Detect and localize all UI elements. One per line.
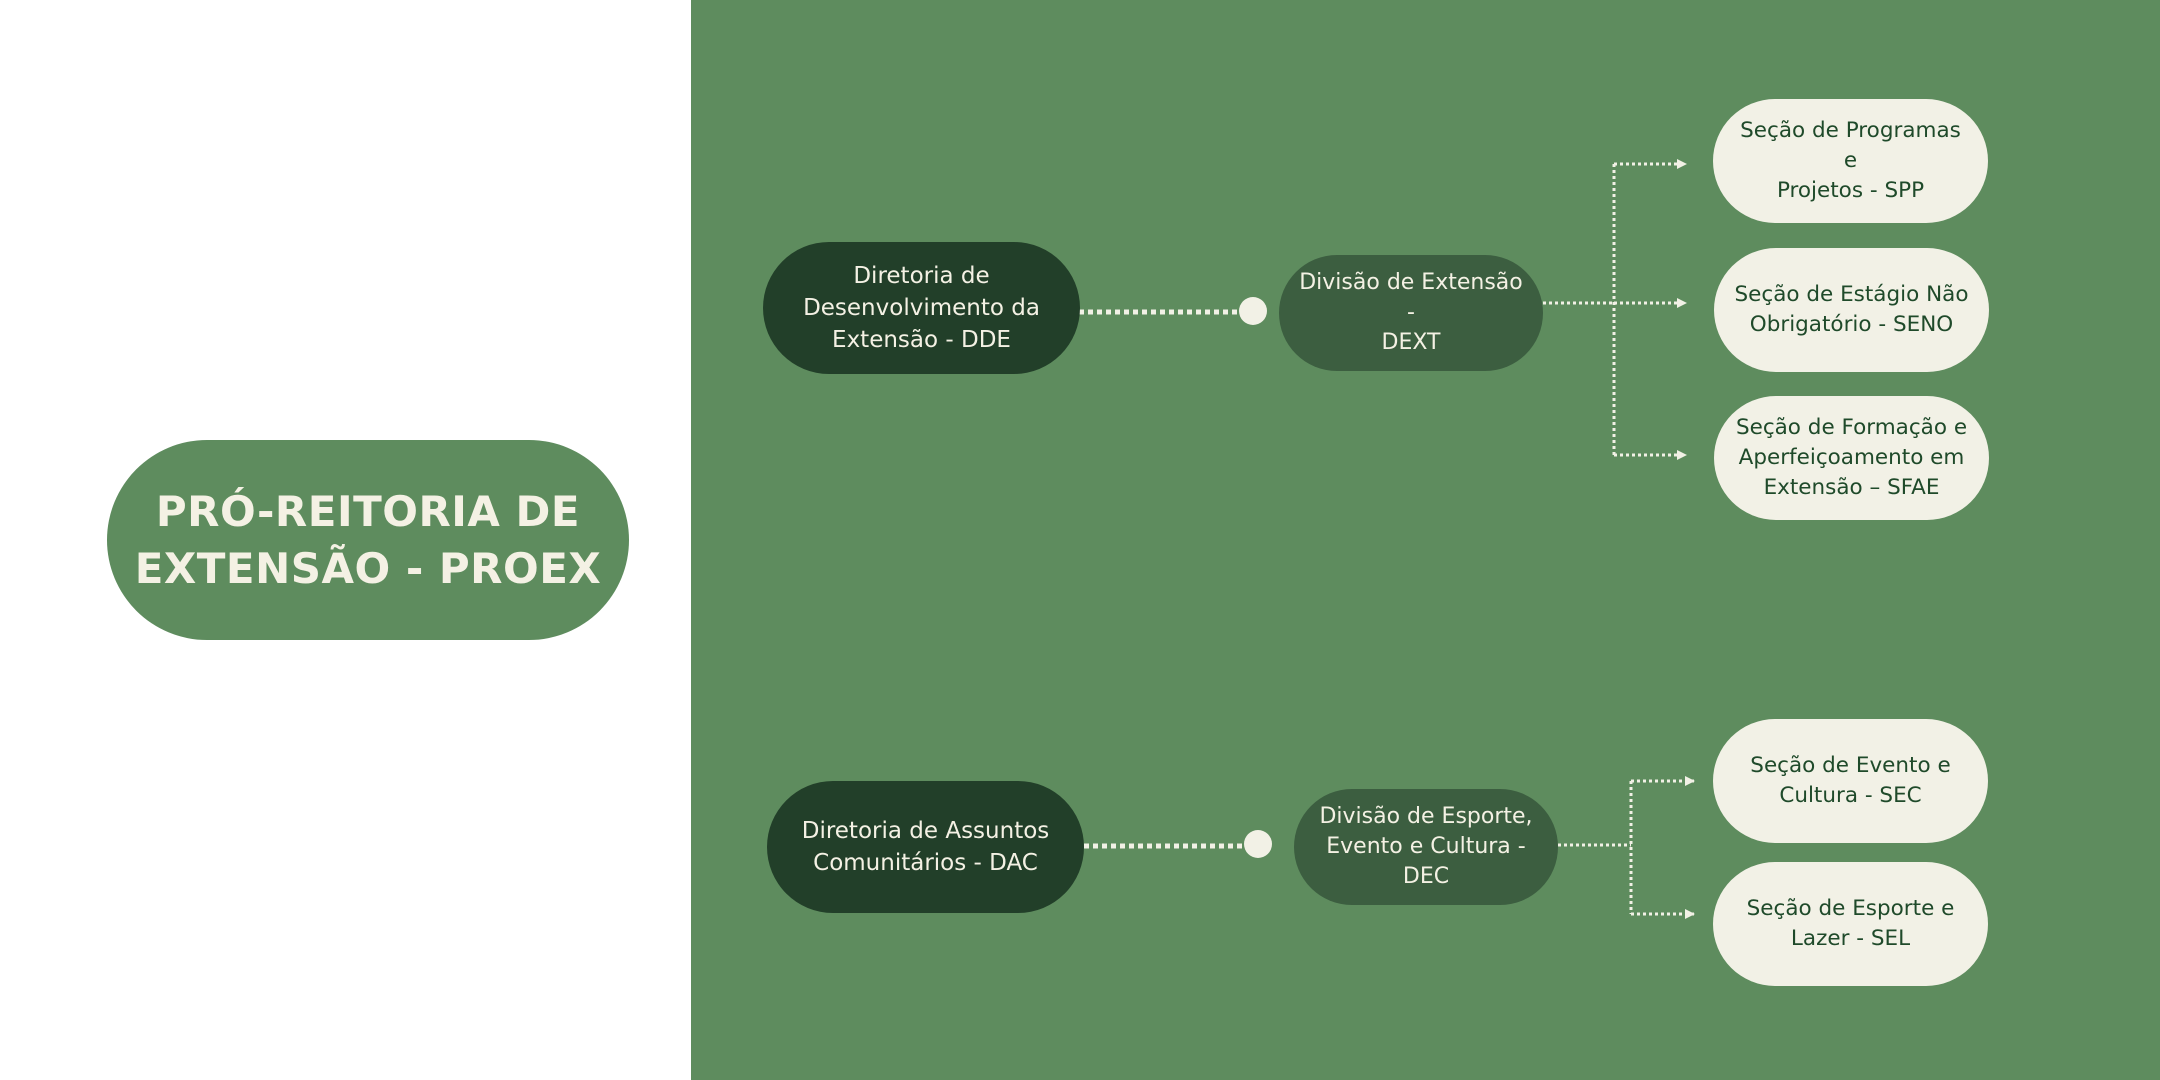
node-section-spp-line: Seção de Programas e [1740, 118, 1961, 173]
node-section-seno-line: Seção de Estágio Não [1734, 282, 1969, 307]
node-section-sel: Seção de Esporte e Lazer - SEL [1713, 862, 1988, 986]
root-title-line-2: EXTENSÃO - PROEX [134, 544, 602, 593]
node-section-sec-line: Cultura - SEC [1779, 783, 1922, 808]
node-section-spp: Seção de Programas e Projetos - SPP [1713, 99, 1988, 223]
node-director-dde-line: Desenvolvimento da [803, 295, 1040, 321]
node-director-dac-line: Comunitários - DAC [813, 850, 1038, 876]
root-title-line-1: PRÓ-REITORIA DE [155, 487, 581, 536]
node-section-sfae: Seção de Formação e Aperfeiçoamento em E… [1714, 396, 1989, 520]
node-section-spp-line: Projetos - SPP [1776, 178, 1925, 203]
node-division-dext-line: Divisão de Extensão - [1299, 270, 1523, 325]
node-director-dde: Diretoria de Desenvolvimento da Extensão… [763, 242, 1080, 374]
node-director-dde-line: Diretoria de [853, 263, 990, 289]
node-director-dde-line: Extensão - DDE [832, 327, 1011, 353]
root-node-proex: PRÓ-REITORIA DE EXTENSÃO - PROEX [107, 440, 629, 640]
node-division-dec-line: Divisão de Esporte, [1319, 804, 1533, 829]
node-division-dec: Divisão de Esporte, Evento e Cultura - D… [1294, 789, 1558, 905]
node-section-sfae-line: Seção de Formação e [1735, 415, 1968, 440]
node-section-seno-line: Obrigatório - SENO [1749, 312, 1954, 337]
node-section-sel-line: Seção de Esporte e [1746, 896, 1955, 921]
node-section-sel-line: Lazer - SEL [1790, 926, 1911, 951]
node-director-dac-line: Diretoria de Assuntos [801, 818, 1050, 844]
node-division-dext: Divisão de Extensão - DEXT [1279, 255, 1543, 371]
node-section-sfae-line: Extensão – SFAE [1763, 475, 1940, 500]
node-division-dext-line: DEXT [1381, 330, 1441, 355]
node-section-sec: Seção de Evento e Cultura - SEC [1713, 719, 1988, 843]
node-section-seno: Seção de Estágio Não Obrigatório - SENO [1714, 248, 1989, 372]
node-director-dac: Diretoria de Assuntos Comunitários - DAC [767, 781, 1084, 913]
node-division-dec-line: DEC [1402, 864, 1450, 889]
node-division-dec-line: Evento e Cultura - [1326, 834, 1526, 859]
node-section-sec-line: Seção de Evento e [1750, 753, 1951, 778]
node-section-sfae-line: Aperfeiçoamento em [1738, 445, 1965, 470]
